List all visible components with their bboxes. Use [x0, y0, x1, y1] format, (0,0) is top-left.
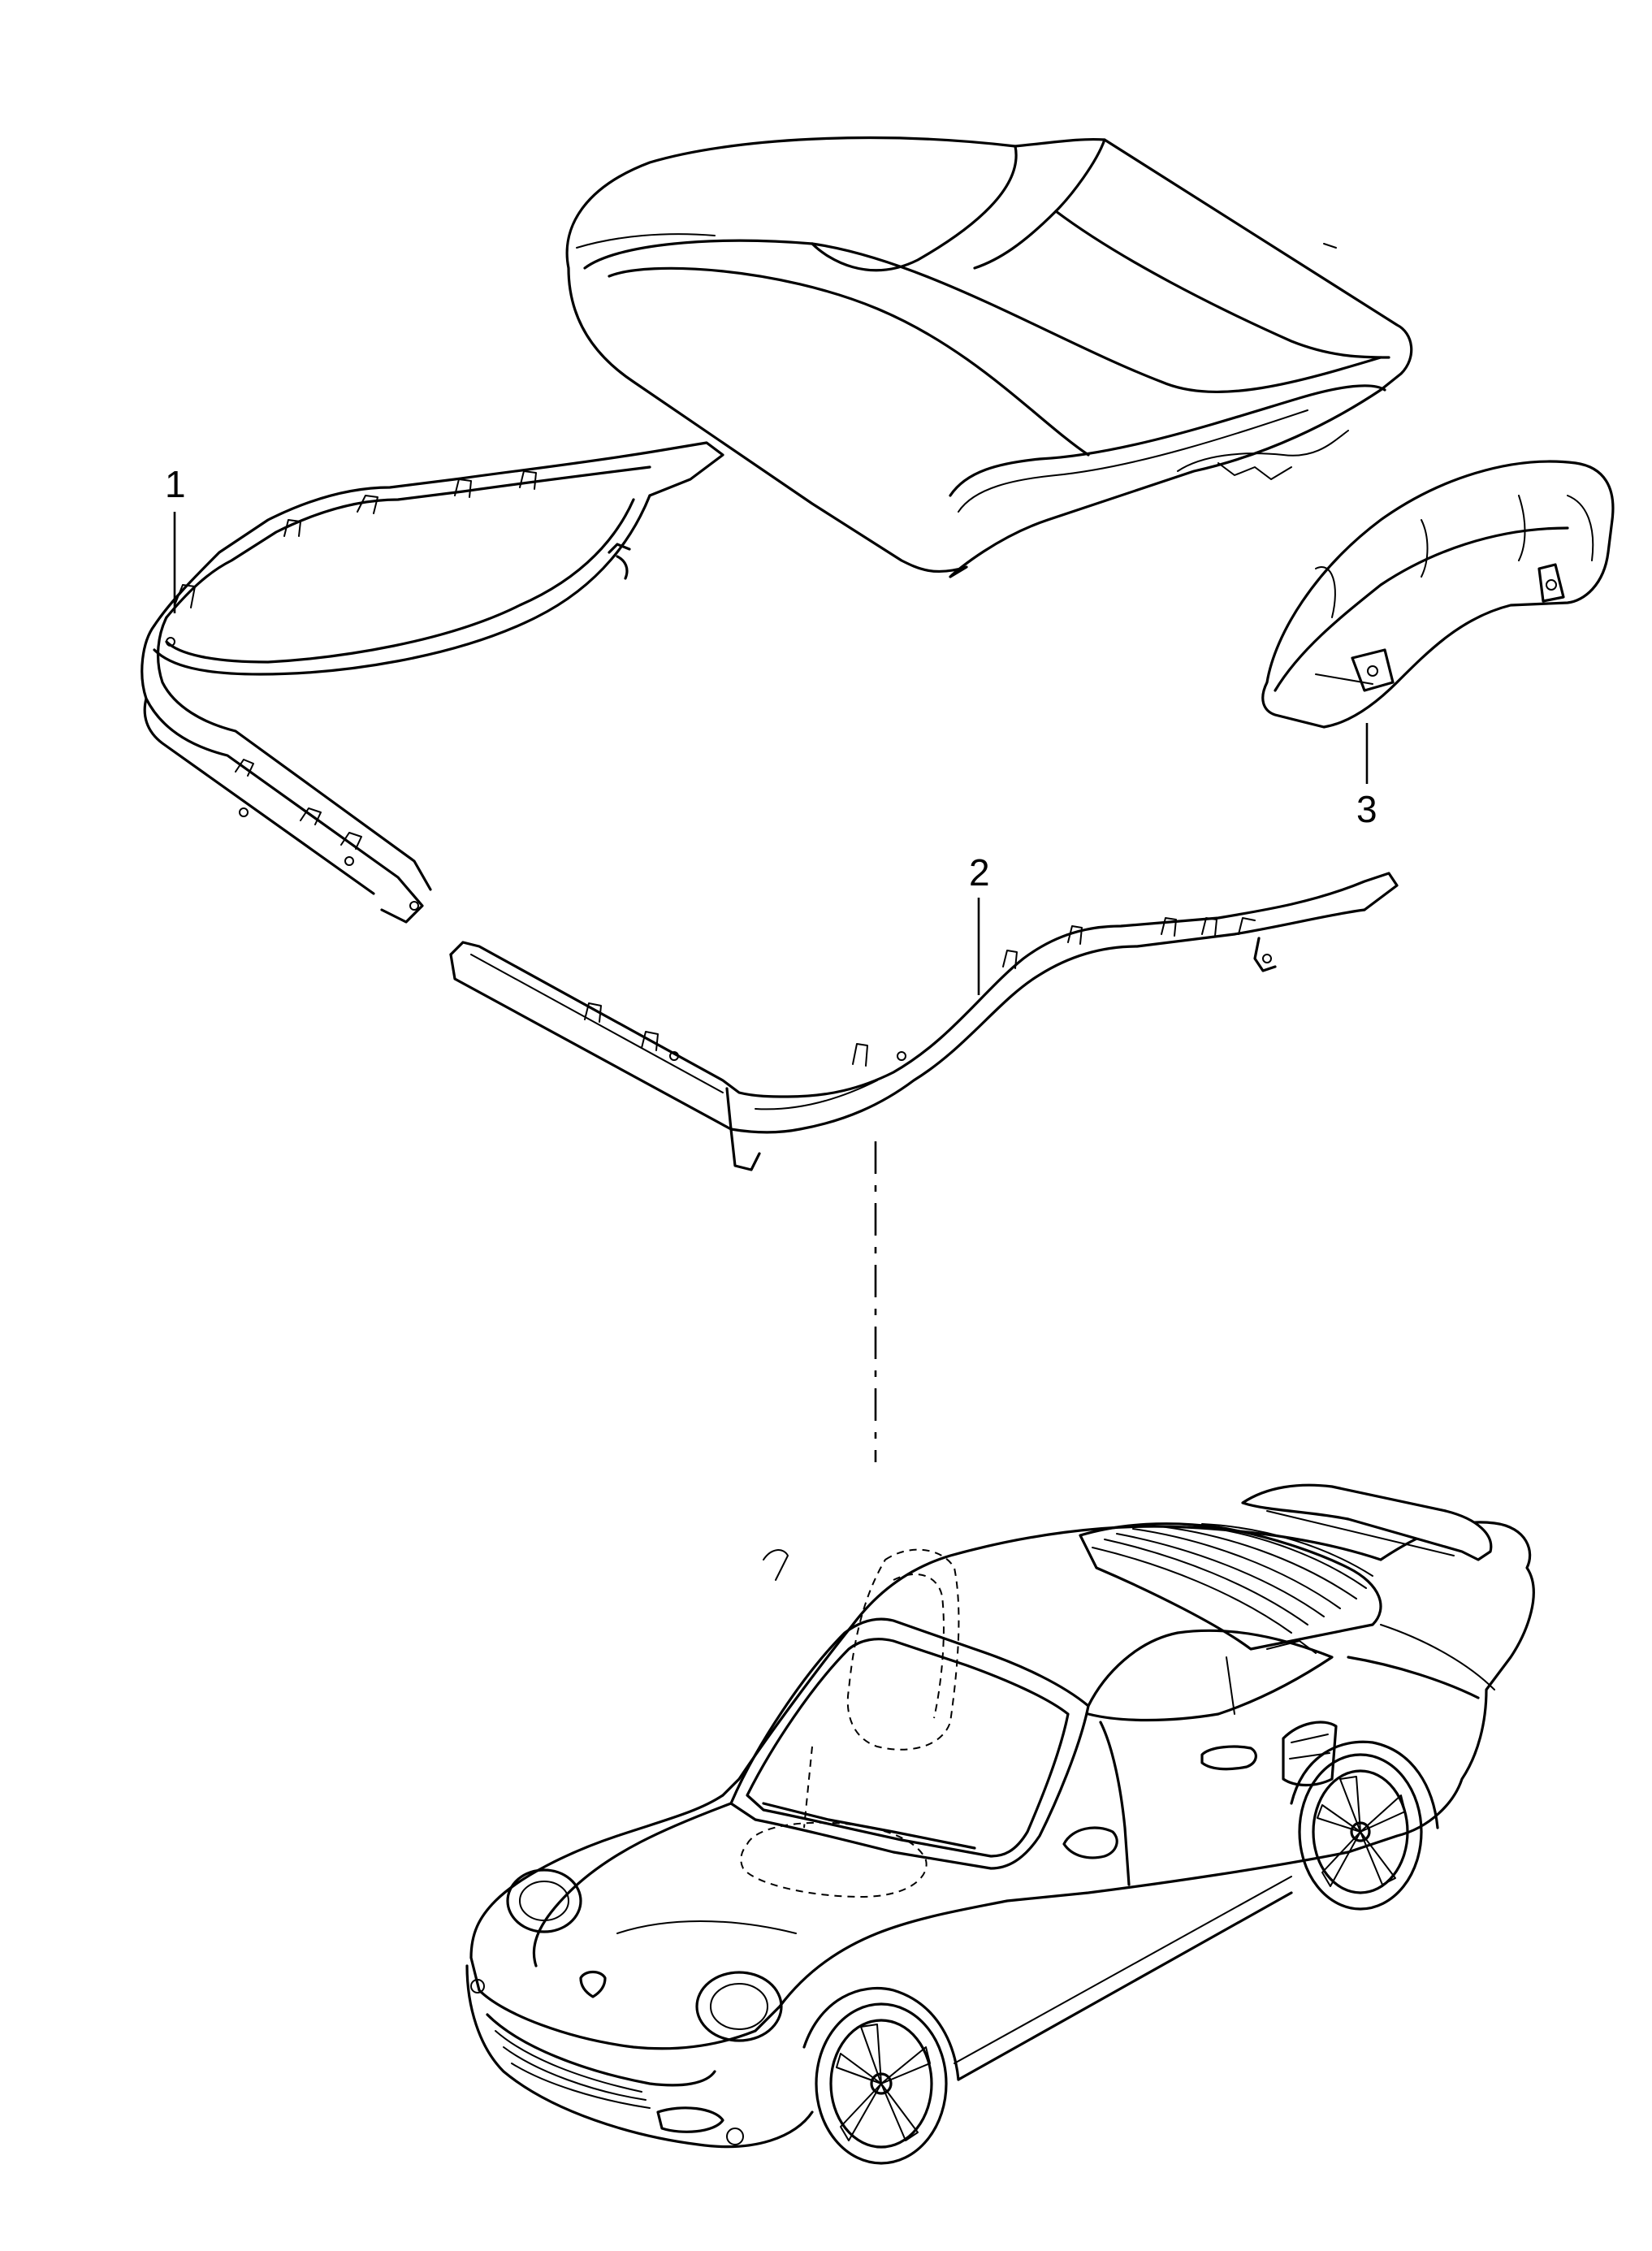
side-trim-panel [1261, 460, 1615, 729]
callout-1: 1 [165, 463, 186, 505]
callout-2: 2 [969, 851, 990, 894]
seat-frame-rail-right [449, 872, 1399, 1171]
callout-leaders [173, 512, 1369, 1462]
seat-frame-rail-left [141, 441, 724, 924]
seat-cushion [565, 136, 1413, 578]
callout-3: 3 [1356, 788, 1377, 830]
car-illustration [465, 1483, 1535, 2165]
